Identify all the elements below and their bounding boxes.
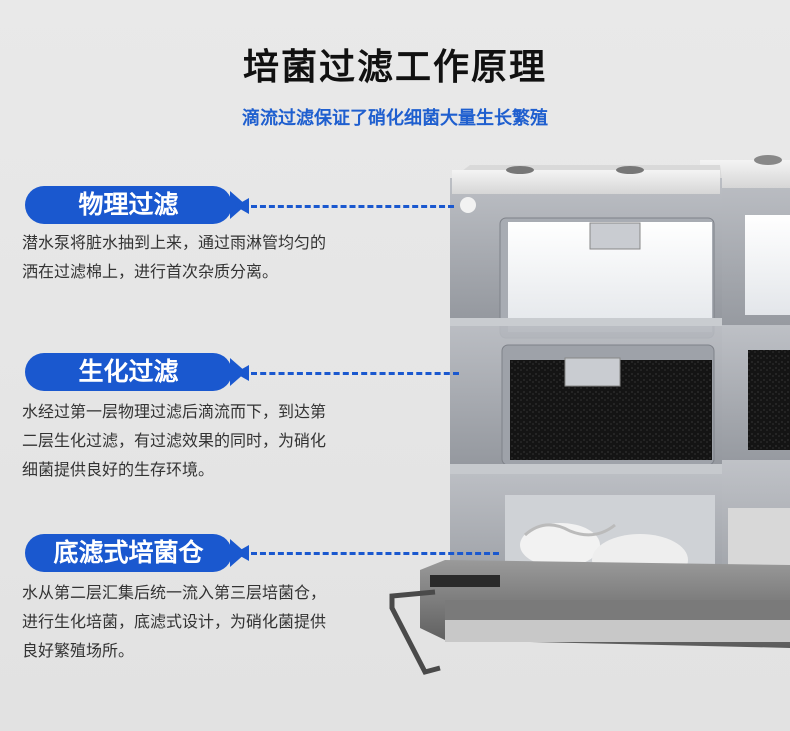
bio-filter-label-pill: 生化过滤 — [25, 353, 246, 391]
bio-filter-arrow — [235, 365, 459, 381]
bio-filter-label: 生化过滤 — [78, 357, 179, 386]
bio-filter-description: 水经过第一层物理过滤后滴流而下，到达第二层生化过滤，有过滤效果的同时，为硝化细菌… — [22, 402, 327, 479]
physical-filter-label: 物理过滤 — [78, 190, 179, 219]
physical-filter-description: 潜水泵将脏水抽到上来，通过雨淋管均匀的洒在过滤棉上，进行首次杂质分离。 — [22, 233, 327, 281]
bottom-chamber-arrow — [235, 545, 499, 561]
arrow-head-icon — [235, 198, 249, 214]
bottom-chamber-description: 水从第二层汇集后统一流入第三层培菌仓，进行生化培菌，底滤式设计，为硝化菌提供良好… — [22, 583, 327, 660]
bottom-chamber-label: 底滤式培菌仓 — [53, 538, 204, 567]
arrow-head-icon — [235, 545, 249, 561]
page-title: 培菌过滤工作原理 — [242, 47, 547, 88]
physical-filter-label-pill: 物理过滤 — [25, 186, 246, 224]
page-subtitle: 滴流过滤保证了硝化细菌大量生长繁殖 — [242, 108, 548, 129]
physical-filter-arrow — [235, 198, 454, 214]
arrow-head-icon — [235, 365, 249, 381]
bottom-chamber-label-pill: 底滤式培菌仓 — [25, 534, 246, 572]
